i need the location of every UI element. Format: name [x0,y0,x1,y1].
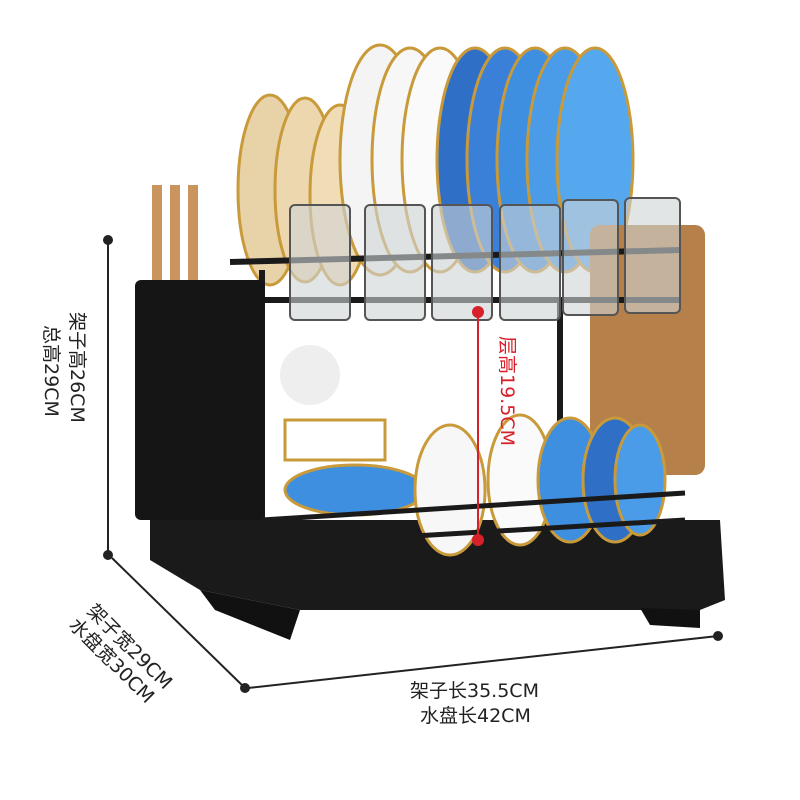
rack-height-label: 架子高26CM [66,312,88,423]
dimension-lines [103,235,723,693]
lower-shelf [261,490,686,548]
tier-height-label: 层高19.5CM [496,336,518,446]
tray-length-label: 水盘长42CM [420,705,531,727]
rack-length-label: 架子长35.5CM [410,680,539,702]
lower-dishes [280,345,667,557]
utensil-holder [135,185,265,520]
total-height-label: 总高29CM [40,325,62,417]
tier-height-line [472,306,484,546]
cups [289,197,681,321]
